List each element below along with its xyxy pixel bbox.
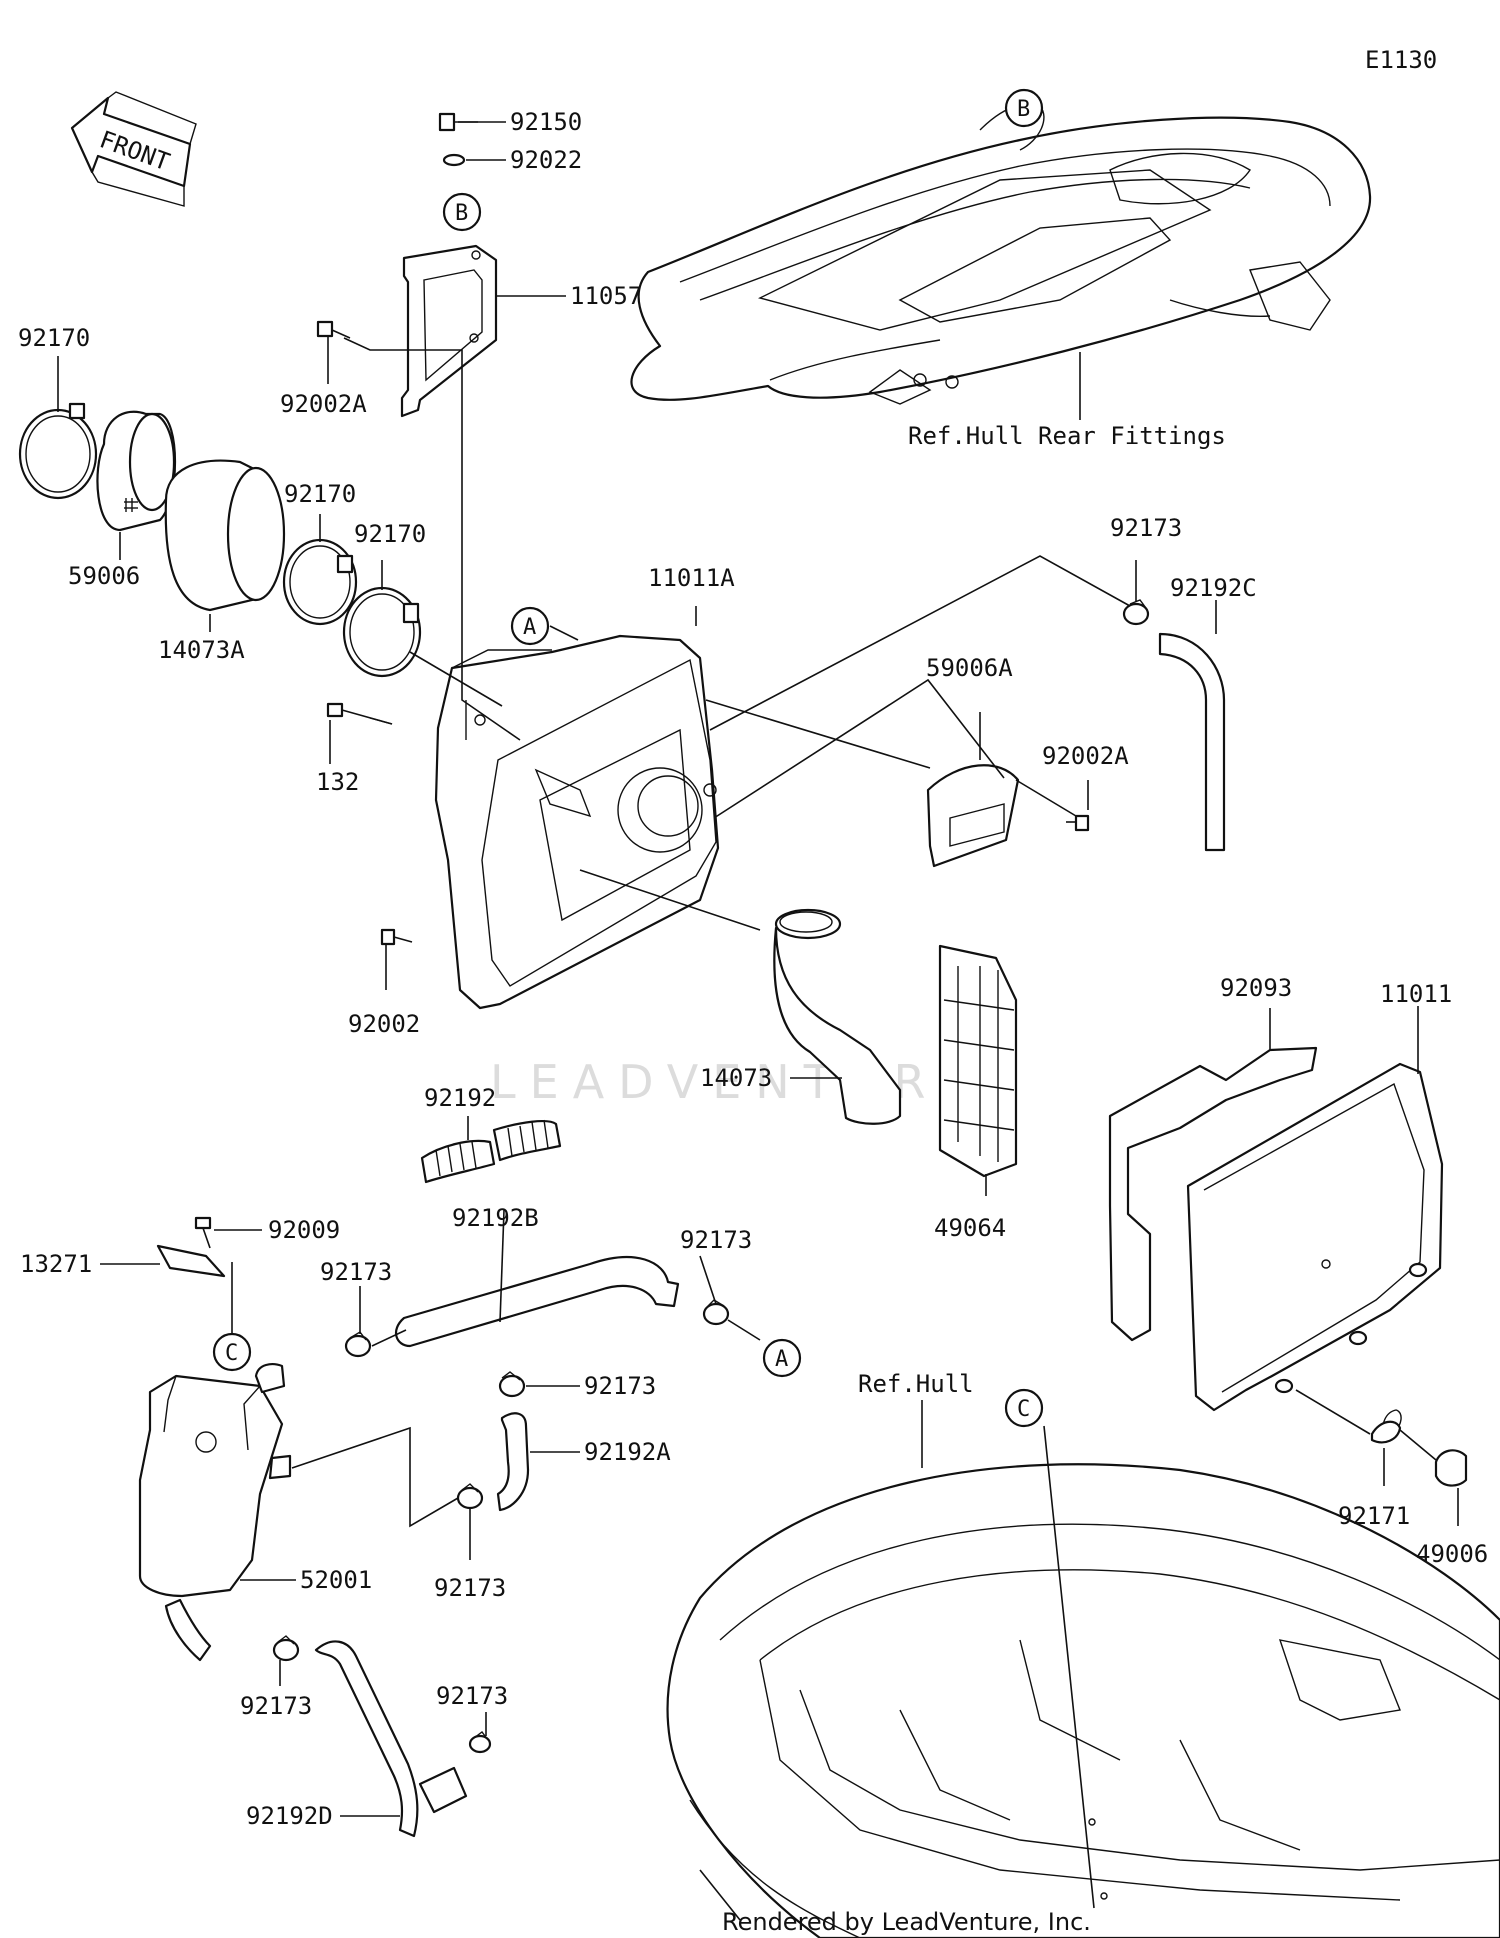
air-box-11011a bbox=[434, 634, 720, 1010]
part-label: 92093 bbox=[1220, 974, 1292, 1002]
filter-49064 bbox=[938, 944, 1018, 1178]
bracket-13271 bbox=[156, 1244, 226, 1278]
tube-14073a bbox=[164, 459, 286, 612]
part-label: 92170 bbox=[18, 324, 90, 352]
part-label: 92009 bbox=[268, 1216, 340, 1244]
ref-hull-rear-fittings-label: Ref.Hull Rear Fittings bbox=[908, 422, 1226, 450]
part-label: 92173 bbox=[240, 1692, 312, 1720]
hose-92192 bbox=[420, 1119, 562, 1184]
part-label: 59006 bbox=[68, 562, 140, 590]
callout-b-bracket: B bbox=[442, 192, 482, 232]
part-label: 14073 bbox=[700, 1064, 772, 1092]
part-label: 92173 bbox=[1110, 514, 1182, 542]
part-label: 92173 bbox=[434, 1574, 506, 1602]
hull-illustration bbox=[666, 1463, 1500, 1938]
hose-52001-outlet bbox=[164, 1598, 212, 1662]
elbow-14073 bbox=[773, 908, 902, 1125]
part-label: 92192 bbox=[424, 1084, 496, 1112]
bolt-92002a-right bbox=[1066, 814, 1090, 832]
callout-a-lower: A bbox=[762, 1338, 802, 1378]
callout-c-separator: C bbox=[212, 1332, 252, 1372]
cap-49006 bbox=[1434, 1449, 1468, 1487]
clamp-92173-d bbox=[456, 1483, 484, 1510]
part-label: 92192B bbox=[452, 1204, 539, 1232]
part-label: 92173 bbox=[584, 1372, 656, 1400]
callout-a-upper: A bbox=[510, 606, 550, 646]
diagram-code: E1130 bbox=[1365, 46, 1437, 74]
washer-92022 bbox=[442, 153, 466, 167]
separator-52001 bbox=[138, 1363, 292, 1598]
hose-92192d bbox=[314, 1640, 419, 1838]
part-label: 92002 bbox=[348, 1010, 420, 1038]
air-box-cover-11011 bbox=[1186, 1062, 1444, 1412]
bolt-92009 bbox=[194, 1216, 212, 1249]
svg-text:B: B bbox=[455, 201, 468, 226]
clamp-92170-right bbox=[342, 586, 422, 678]
part-label: 14073A bbox=[158, 636, 245, 664]
leader-lines bbox=[57, 121, 1459, 1921]
clamp-92170-middle bbox=[282, 538, 358, 626]
part-label: 92173 bbox=[436, 1682, 508, 1710]
part-label: 92173 bbox=[320, 1258, 392, 1286]
sleeve-59006 bbox=[96, 410, 177, 532]
bolt-92002-lower bbox=[380, 928, 413, 946]
part-label: 92171 bbox=[1338, 1502, 1410, 1530]
part-label: 92170 bbox=[284, 480, 356, 508]
hose-92192d-fitting bbox=[418, 1766, 468, 1814]
clamp-92170-left bbox=[18, 402, 98, 500]
bolt-132 bbox=[326, 702, 393, 725]
part-label: 92170 bbox=[354, 520, 426, 548]
callout-b-upper: B bbox=[1004, 88, 1044, 128]
part-labels: 92150 92022 11057 92002A 92170 59006 140… bbox=[18, 108, 1488, 1830]
cover-59006a bbox=[926, 764, 1020, 868]
clamp-92173-upper bbox=[1122, 599, 1150, 626]
hose-92192b bbox=[394, 1256, 680, 1348]
svg-text:C: C bbox=[1017, 1397, 1030, 1422]
clamp-92173-c bbox=[498, 1371, 526, 1398]
bolt-92002a-upper bbox=[316, 320, 351, 339]
gasket-92093 bbox=[1108, 1046, 1318, 1342]
part-label: 13271 bbox=[20, 1250, 92, 1278]
hose-92192c bbox=[1158, 632, 1226, 852]
svg-text:B: B bbox=[1017, 97, 1030, 122]
front-arrow-icon: FRONT bbox=[70, 91, 197, 207]
part-label: 11011 bbox=[1380, 980, 1452, 1008]
bracket-11057 bbox=[400, 244, 498, 418]
part-label: 92192C bbox=[1170, 574, 1257, 602]
clamp-92173-b bbox=[344, 1331, 372, 1358]
part-label: 92002A bbox=[1042, 742, 1129, 770]
part-label: 52001 bbox=[300, 1566, 372, 1594]
part-label: 92192A bbox=[584, 1438, 671, 1466]
part-label: 49064 bbox=[934, 1214, 1006, 1242]
clamp-92173-f bbox=[468, 1731, 492, 1754]
part-label: 132 bbox=[316, 768, 359, 796]
hose-92192a bbox=[496, 1412, 530, 1512]
hull-rear-fittings-illustration bbox=[630, 103, 1372, 405]
ref-hull-label: Ref.Hull bbox=[858, 1370, 974, 1398]
part-label: 11057 bbox=[570, 282, 642, 310]
part-label: 92002A bbox=[280, 390, 367, 418]
part-label: 11011A bbox=[648, 564, 735, 592]
clamp-92171 bbox=[1370, 1409, 1402, 1444]
svg-text:C: C bbox=[225, 1341, 238, 1366]
part-label: 92150 bbox=[510, 108, 582, 136]
part-label: 92022 bbox=[510, 146, 582, 174]
part-label: 92173 bbox=[680, 1226, 752, 1254]
clamp-92173-e bbox=[272, 1635, 300, 1662]
svg-text:A: A bbox=[775, 1347, 788, 1372]
part-label: 49006 bbox=[1416, 1540, 1488, 1568]
credit-text: Rendered by LeadVenture, Inc. bbox=[722, 1908, 1091, 1936]
callout-c-hull: C bbox=[1004, 1388, 1044, 1428]
part-label: 59006A bbox=[926, 654, 1013, 682]
part-label: 92192D bbox=[246, 1802, 333, 1830]
svg-text:A: A bbox=[523, 615, 536, 640]
